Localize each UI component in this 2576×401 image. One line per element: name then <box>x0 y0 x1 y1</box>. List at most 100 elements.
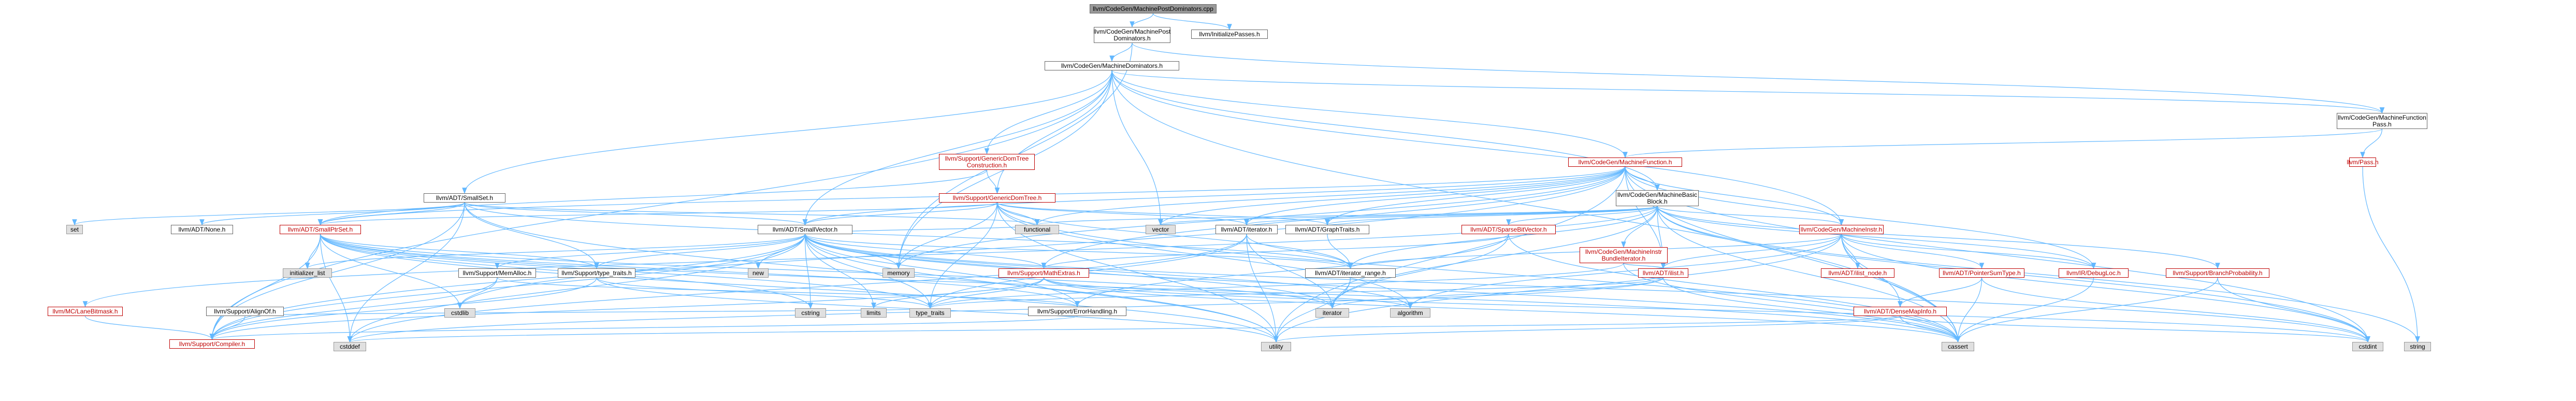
node-limits[interactable]: limits <box>861 308 887 318</box>
edge-smallvector-to-errorhandling <box>804 234 1080 308</box>
node-ilist[interactable]: llvm/ADT/ilist.h <box>1638 268 1688 278</box>
edge-mf_h-to-debugloc <box>1625 166 2096 269</box>
node-gdtc-h[interactable]: llvm/Support/GenericDomTree Construction… <box>939 154 1035 170</box>
node-alignof[interactable]: llvm/Support/AlignOf.h <box>206 307 284 316</box>
node-label: llvm/ADT/GraphTraits.h <box>1295 225 1360 233</box>
node-mfp-h[interactable]: llvm/CodeGen/MachineFunction Pass.h <box>2337 113 2427 129</box>
edge-sparsebv-to-mathextras <box>1041 234 1509 269</box>
node-errorhandling[interactable]: llvm/Support/ErrorHandling.h <box>1028 307 1126 316</box>
node-label: llvm/CodeGen/MachineInstr BundleIterator… <box>1585 248 1662 262</box>
node-graphtraits[interactable]: llvm/ADT/GraphTraits.h <box>1285 225 1369 234</box>
node-algorithm[interactable]: algorithm <box>1390 308 1430 318</box>
edge-typetraits-to-compiler <box>209 277 597 340</box>
node-mbb-h[interactable]: llvm/CodeGen/MachineBasic Block.h <box>1616 190 1699 206</box>
node-adt-iterator[interactable]: llvm/ADT/iterator.h <box>1215 225 1278 234</box>
edge-alignof-to-type_traits <box>244 307 932 317</box>
node-label: llvm/InitializePasses.h <box>1199 30 1260 38</box>
edge-mathextras-to-cassert <box>1043 277 1960 343</box>
node-densemapinfo[interactable]: llvm/ADT/DenseMapInfo.h <box>1854 307 1947 316</box>
edge-mibi-to-ilist <box>1623 263 1666 269</box>
node-string[interactable]: string <box>2404 342 2431 351</box>
node-memalloc[interactable]: llvm/Support/MemAlloc.h <box>458 268 536 278</box>
node-label: llvm/CodeGen/MachineFunction Pass.h <box>2338 113 2426 128</box>
edge-smallptrset-to-cstdlib <box>320 234 462 309</box>
node-utility[interactable]: utility <box>1261 342 1291 351</box>
node-set[interactable]: set <box>66 225 83 234</box>
edge-smallvector-to-cassert <box>804 234 1961 343</box>
edge-minstr-to-ptrsumtype <box>1841 234 1985 269</box>
node-label: llvm/ADT/iterator_range.h <box>1315 269 1386 277</box>
node-branchprob[interactable]: llvm/Support/BranchProbability.h <box>2166 268 2269 278</box>
node-new[interactable]: new <box>748 268 769 278</box>
edge-mbb_h-to-debugloc <box>1657 206 2096 269</box>
edge-mpd_h-to-mdom_h <box>1109 42 1133 62</box>
node-root: llvm/CodeGen/MachinePostDominators.cpp <box>1090 4 1217 13</box>
edge-mathextras-to-limits <box>871 277 1045 309</box>
node-cstddef[interactable]: cstddef <box>334 342 366 351</box>
node-label: llvm/Support/MathExtras.h <box>1007 269 1080 277</box>
node-sparsebv[interactable]: llvm/ADT/SparseBitVector.h <box>1461 225 1556 234</box>
node-cstdint[interactable]: cstdint <box>2352 342 2383 351</box>
node-label: llvm/ADT/ilist.h <box>1642 269 1684 277</box>
edge-mbb_h-to-cassert <box>1657 206 1961 343</box>
edge-debugloc-to-cassert <box>1955 277 2094 343</box>
node-vector[interactable]: vector <box>1146 225 1176 234</box>
node-cstring[interactable]: cstring <box>795 308 826 318</box>
node-label: llvm/ADT/ilist_node.h <box>1828 269 1887 277</box>
node-cassert[interactable]: cassert <box>1942 342 1974 351</box>
node-label: llvm/CodeGen/MachineInstr.h <box>1800 225 1883 233</box>
node-cstdlib[interactable]: cstdlib <box>444 308 475 318</box>
node-memory[interactable]: memory <box>882 268 915 278</box>
edge-smallset_h-to-functional <box>464 202 1039 226</box>
node-iterator[interactable]: iterator <box>1315 308 1349 318</box>
edge-mfp_h-to-mf_h <box>1623 128 2383 159</box>
node-label: cstdint <box>2358 342 2377 350</box>
node-label: llvm/ADT/DenseMapInfo.h <box>1863 307 1937 315</box>
node-adt-none[interactable]: llvm/ADT/None.h <box>171 225 233 234</box>
node-iter-range[interactable]: llvm/ADT/iterator_range.h <box>1305 268 1396 278</box>
edge-mf_h-to-functional <box>1034 166 1626 226</box>
edge-gdt_h-to-smallptrset <box>318 202 998 226</box>
node-functional[interactable]: functional <box>1015 225 1059 234</box>
node-smallptrset[interactable]: llvm/ADT/SmallPtrSet.h <box>280 225 361 234</box>
edge-mdom_h-to-cassert <box>1111 70 1961 343</box>
node-label: limits <box>866 309 881 317</box>
edge-smallset_h-to-set <box>72 202 465 226</box>
node-minstr[interactable]: llvm/CodeGen/MachineInstr.h <box>1799 225 1884 234</box>
node-label: cassert <box>1948 342 1968 350</box>
node-label: llvm/CodeGen/MachinePost Dominators.h <box>1093 27 1171 42</box>
node-label: algorithm <box>1397 309 1423 317</box>
node-compiler[interactable]: llvm/Support/Compiler.h <box>169 339 255 349</box>
node-mibi[interactable]: llvm/CodeGen/MachineInstr BundleIterator… <box>1580 247 1668 263</box>
node-mathextras[interactable]: llvm/Support/MathExtras.h <box>998 268 1089 278</box>
edge-mf_h-to-vector <box>1158 166 1626 226</box>
node-label: type_traits <box>916 309 945 317</box>
node-ilist-node[interactable]: llvm/ADT/ilist_node.h <box>1821 268 1894 278</box>
node-gdt-h[interactable]: llvm/Support/GenericDomTree.h <box>939 193 1055 203</box>
node-label: llvm/CodeGen/MachineDominators.h <box>1061 62 1163 69</box>
node-type-traits[interactable]: type_traits <box>909 308 951 318</box>
node-smallset-h[interactable]: llvm/ADT/SmallSet.h <box>424 193 505 203</box>
edge-mdom_h-to-smallset_h <box>462 70 1112 194</box>
node-initializer-list[interactable]: initializer_list <box>283 268 332 278</box>
edge-minstr-to-utility <box>1273 234 1842 343</box>
edge-mdom_h-to-vector <box>1111 70 1163 226</box>
node-ptrsumtype[interactable]: llvm/ADT/PointerSumType.h <box>1939 268 2024 278</box>
node-label: llvm/Support/Compiler.h <box>179 340 245 348</box>
edge-mdom_h-to-compiler <box>209 70 1112 340</box>
node-label: llvm/Support/GenericDomTree Construction… <box>945 154 1029 169</box>
edge-mf_h-to-memory <box>896 166 1626 269</box>
node-smallvector[interactable]: llvm/ADT/SmallVector.h <box>758 225 852 234</box>
node-debugloc[interactable]: llvm/IR/DebugLoc.h <box>2059 268 2129 278</box>
node-typetraits[interactable]: llvm/Support/type_traits.h <box>558 268 635 278</box>
node-label: llvm/Support/MemAlloc.h <box>462 269 532 277</box>
node-pass-h[interactable]: llvm/Pass.h <box>2347 157 2379 167</box>
edge-densemapinfo-to-cstddef <box>348 316 1901 343</box>
node-mf-h[interactable]: llvm/CodeGen/MachineFunction.h <box>1568 157 1682 167</box>
node-mdom-h[interactable]: llvm/CodeGen/MachineDominators.h <box>1045 61 1179 70</box>
node-lanebitmask[interactable]: llvm/MC/LaneBitmask.h <box>48 307 123 316</box>
node-init-passes[interactable]: llvm/InitializePasses.h <box>1191 30 1268 39</box>
edge-mdom_h-to-mfp_h <box>1111 70 2384 114</box>
node-mpd-h[interactable]: llvm/CodeGen/MachinePost Dominators.h <box>1094 27 1170 43</box>
